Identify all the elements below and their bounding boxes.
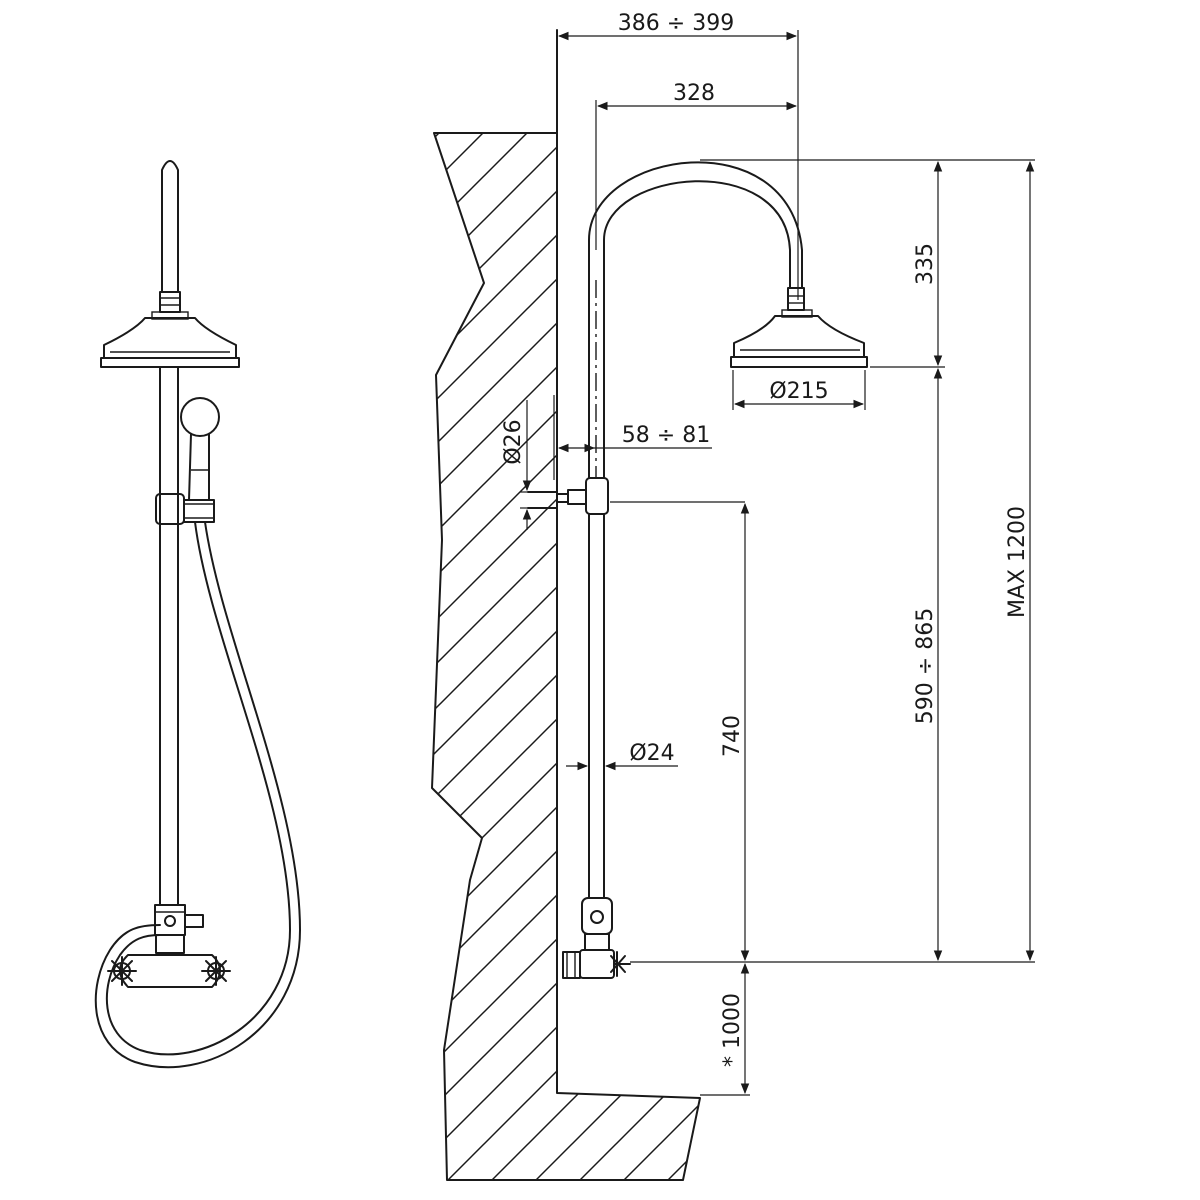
side-mixer <box>562 897 631 979</box>
dim-riser-height-label: 740 <box>720 715 745 757</box>
dim-arm-height-label: 335 <box>913 243 938 285</box>
dim-bracket-diameter-label: Ø26 <box>501 419 526 464</box>
dim-adjust-range-label: 590 ÷ 865 <box>913 608 938 724</box>
front-view <box>94 160 301 1069</box>
dim-arm-height: 335 <box>913 160 943 367</box>
wall-section <box>431 29 701 1181</box>
side-view: 386 ÷ 399 328 335 Ø215 58 <box>431 11 1035 1181</box>
side-shower-head <box>730 309 868 368</box>
side-head-connector <box>787 287 805 311</box>
dim-head-diameter: Ø215 <box>732 370 866 410</box>
dim-mixer-height-label: * 1000 <box>720 993 745 1067</box>
dim-bracket-diameter: Ø26 <box>501 395 555 530</box>
front-left-handle <box>107 956 137 986</box>
gooseneck-arm <box>588 161 803 479</box>
dim-riser-height: 740 <box>720 502 750 962</box>
front-slide-bracket <box>155 493 215 525</box>
front-right-handle <box>201 956 231 986</box>
dim-wall-clearance: 58 ÷ 81 <box>557 423 712 453</box>
dim-wall-clearance-label: 58 ÷ 81 <box>622 423 710 448</box>
dim-pipe-diameter: Ø24 <box>566 741 678 771</box>
front-hose <box>94 521 301 1069</box>
front-hand-shower <box>180 397 220 501</box>
dim-max-height-label: MAX 1200 <box>1005 506 1030 618</box>
dim-max-height: MAX 1200 <box>1005 160 1035 962</box>
dim-head-offset: 328 <box>595 81 798 250</box>
dim-width-range-label: 386 ÷ 399 <box>618 11 734 36</box>
front-riser-pipe <box>159 366 179 906</box>
front-top-pipe <box>161 160 179 293</box>
dim-head-offset-label: 328 <box>673 81 715 106</box>
dim-pipe-diameter-label: Ø24 <box>629 741 674 766</box>
dim-head-diameter-label: Ø215 <box>769 379 828 404</box>
dim-mixer-height: * 1000 <box>720 962 750 1095</box>
front-mixer <box>107 904 231 988</box>
front-shower-head <box>100 311 240 368</box>
dim-adjust-range: 590 ÷ 865 <box>913 367 943 962</box>
front-head-connector <box>159 291 181 313</box>
dim-width-range: 386 ÷ 399 <box>557 11 799 300</box>
side-cross-handle <box>610 951 631 977</box>
side-riser-pipe <box>588 513 605 899</box>
